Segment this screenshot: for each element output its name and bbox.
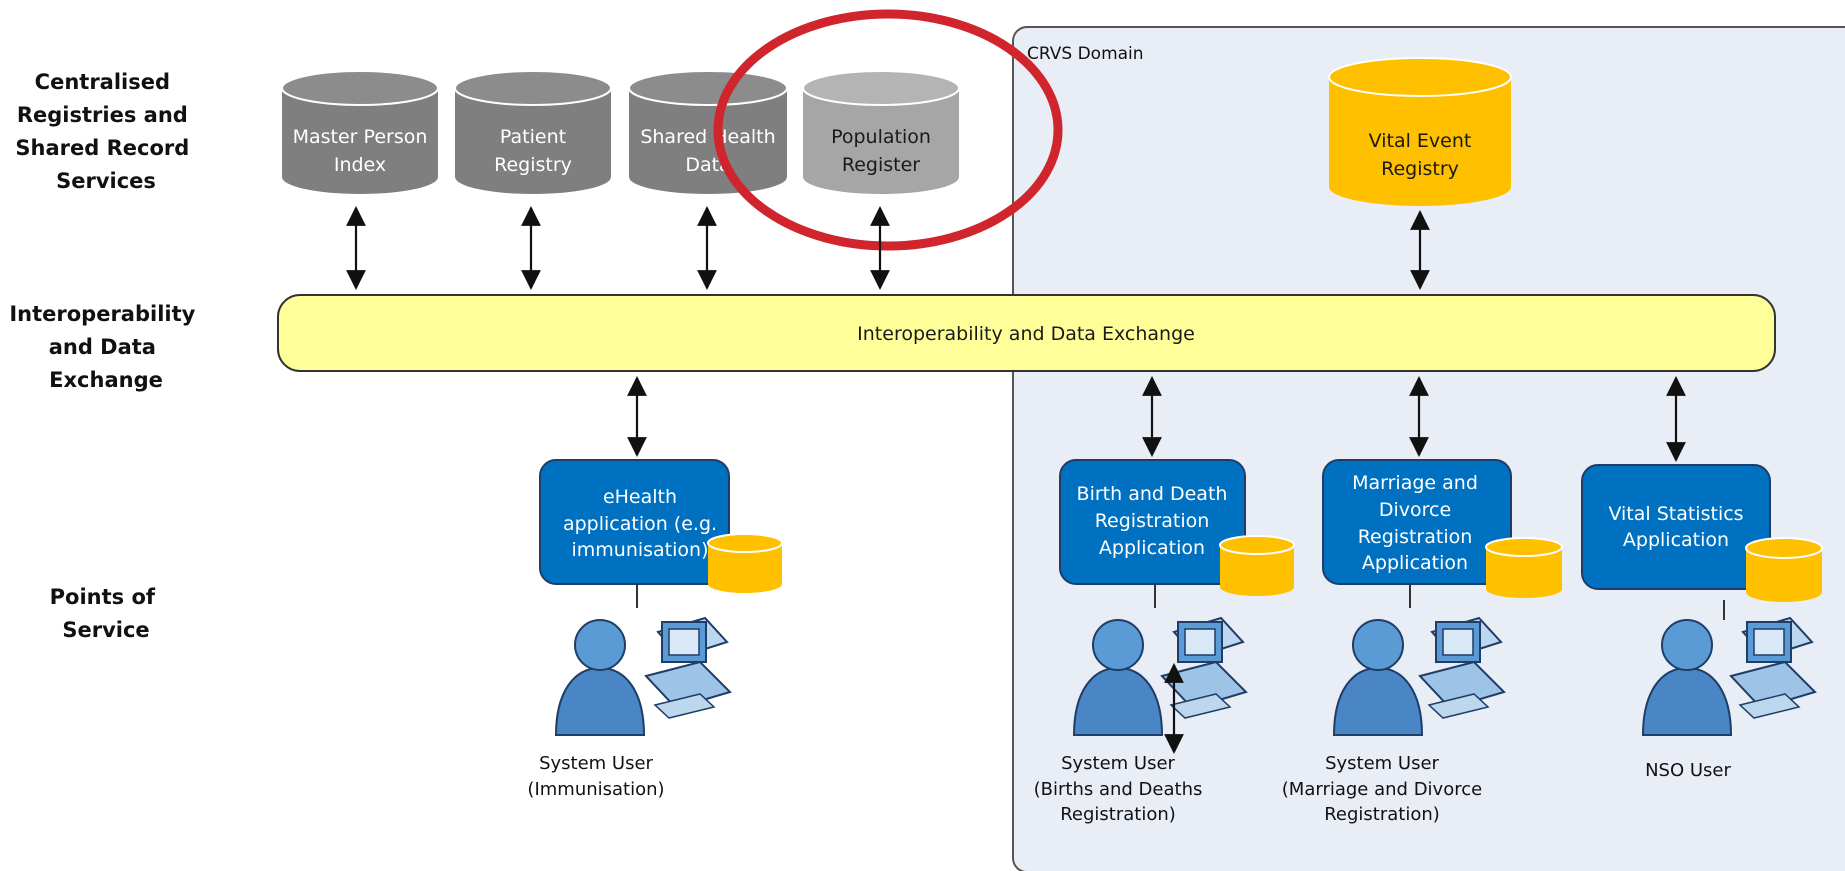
bidirectional-arrow-icon	[346, 206, 1430, 290]
bus-label: Interoperability and Data Exchange	[857, 323, 1195, 345]
svg-text:System User(Immunisation): System User(Immunisation)	[527, 753, 664, 800]
app-user-connectors	[636, 584, 1725, 620]
svg-text:NSO User: NSO User	[1645, 760, 1731, 781]
svg-text:System User(Marriage and Divor: System User(Marriage and DivorceRegistra…	[1282, 753, 1482, 825]
user-immunisation: System User(Immunisation)	[527, 616, 732, 800]
row-label-registries: Centralised Registries and Shared Record…	[15, 70, 196, 193]
bidirectional-arrow-icon	[627, 376, 1686, 462]
person-icon	[1072, 619, 1164, 736]
row-label-points-of-service: Points of Service	[50, 585, 163, 642]
computer-icon	[644, 616, 732, 719]
row-label-interoperability: Interoperability and Data Exchange	[9, 302, 202, 392]
person-icon	[1641, 619, 1733, 736]
user-nso: NSO User	[1641, 616, 1817, 781]
person-icon	[554, 619, 646, 736]
crvs-domain-label: CRVS Domain	[1027, 44, 1144, 64]
computer-icon	[1418, 616, 1506, 719]
computer-icon	[1729, 616, 1817, 719]
person-icon	[1332, 619, 1424, 736]
interoperability-bus	[277, 294, 1776, 372]
